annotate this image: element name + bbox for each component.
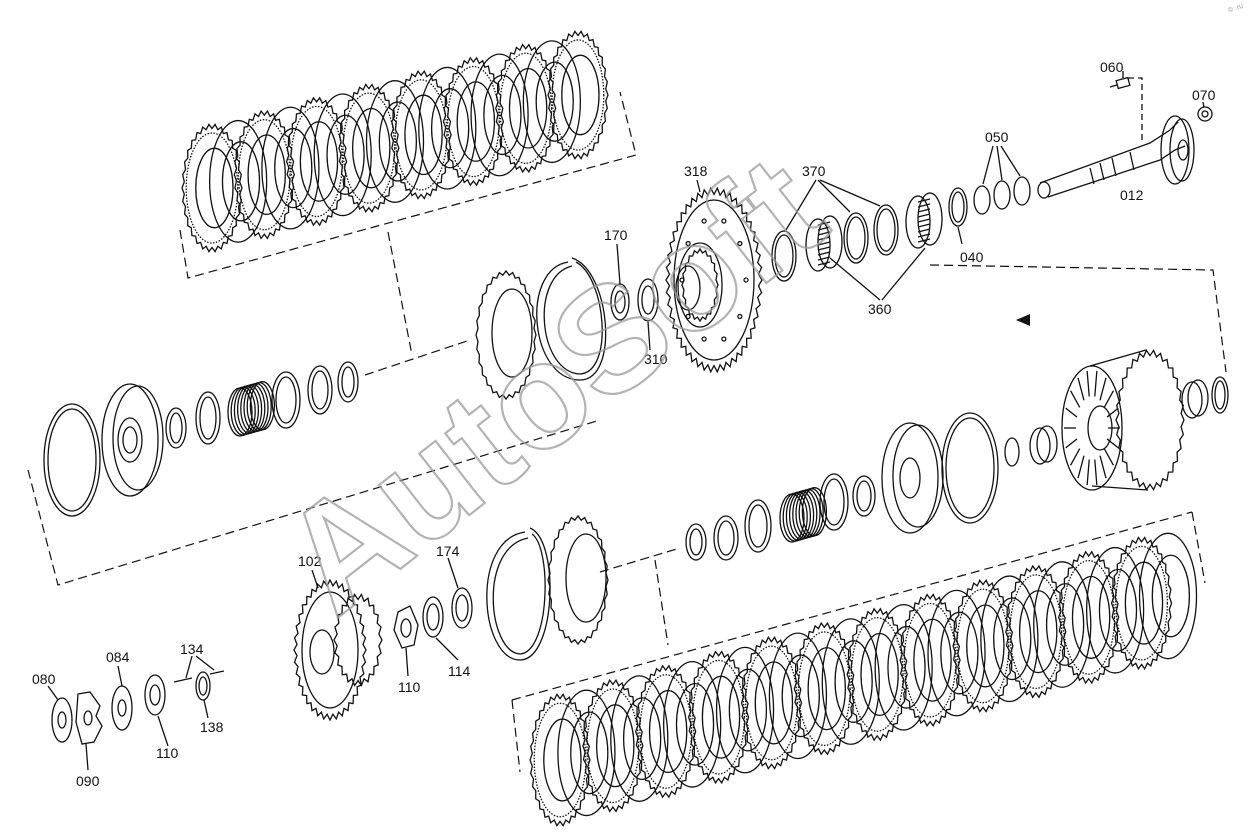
lock-plate-090 (75, 691, 103, 745)
main-axis-lines (27, 264, 1227, 773)
right-piston (881, 422, 944, 534)
right-ring-set (685, 473, 876, 561)
ring-gear-318 (665, 186, 763, 374)
label-370: 370 (802, 163, 826, 179)
left-piston (101, 383, 164, 497)
ring-040 (948, 187, 968, 227)
label-084: 084 (106, 649, 130, 665)
washer-114 (422, 596, 444, 638)
mid-steel-plate (475, 269, 537, 401)
ring-138 (195, 671, 211, 701)
leader-lines (47, 71, 1205, 771)
needle-bearing-360-a (805, 215, 843, 272)
bearing-right-mid (1004, 425, 1058, 467)
label-110-small: 110 (156, 745, 179, 761)
label-134: 134 (180, 641, 204, 657)
label-080: 080 (32, 671, 56, 687)
pins-134 (173, 670, 225, 683)
label-050: 050 (985, 129, 1009, 145)
lower-snap-ring (486, 527, 551, 661)
label-170: 170 (604, 227, 628, 243)
washer-110-small (144, 674, 166, 716)
label-012: 012 (1120, 187, 1144, 203)
washer-110-mid (393, 605, 419, 649)
thrust-washer-310 (637, 278, 659, 322)
left-seal-ring (43, 403, 101, 517)
label-102: 102 (298, 553, 322, 569)
label-114: 114 (448, 663, 471, 679)
gear-102 (293, 578, 383, 722)
label-090: 090 (76, 773, 100, 789)
label-318: 318 (684, 163, 708, 179)
large-snap-ring (536, 257, 607, 381)
plug-060 (1109, 76, 1131, 90)
clutch-drum (1061, 349, 1185, 491)
drum-end-bearing (1181, 376, 1229, 419)
label-040: 040 (960, 249, 984, 265)
washer-174 (451, 587, 473, 629)
label-360: 360 (868, 301, 892, 317)
right-seal-ring (941, 412, 999, 524)
label-110-mid: 110 (398, 679, 421, 695)
bottom-clutch-pack (529, 532, 1198, 827)
washer-084 (111, 685, 133, 731)
left-spring-pack (227, 381, 276, 437)
lower-steel-plate (547, 514, 609, 646)
ring-370-c (873, 204, 899, 256)
top-clutch-pack-frame (179, 91, 637, 356)
top-clutch-pack (181, 30, 609, 253)
needle-bearing-360-b (905, 192, 943, 249)
label-138: 138 (200, 719, 224, 735)
seal-rings-050 (973, 176, 1031, 215)
left-ring-set (165, 361, 359, 449)
ring-370-b (843, 212, 869, 264)
washer-080 (51, 697, 73, 743)
label-070: 070 (1192, 87, 1216, 103)
corner-mark: © .ru (1227, 2, 1244, 15)
label-060: 060 (1100, 59, 1124, 75)
label-310: 310 (644, 351, 668, 367)
plug-070 (1197, 106, 1213, 122)
bottom-clutch-pack-frame (511, 511, 1193, 701)
direction-arrow-icon (1016, 314, 1030, 326)
right-spring-pack (779, 487, 828, 543)
label-174: 174 (436, 543, 460, 559)
ring-370-a (771, 230, 797, 282)
output-shaft-012 (1037, 77, 1195, 199)
